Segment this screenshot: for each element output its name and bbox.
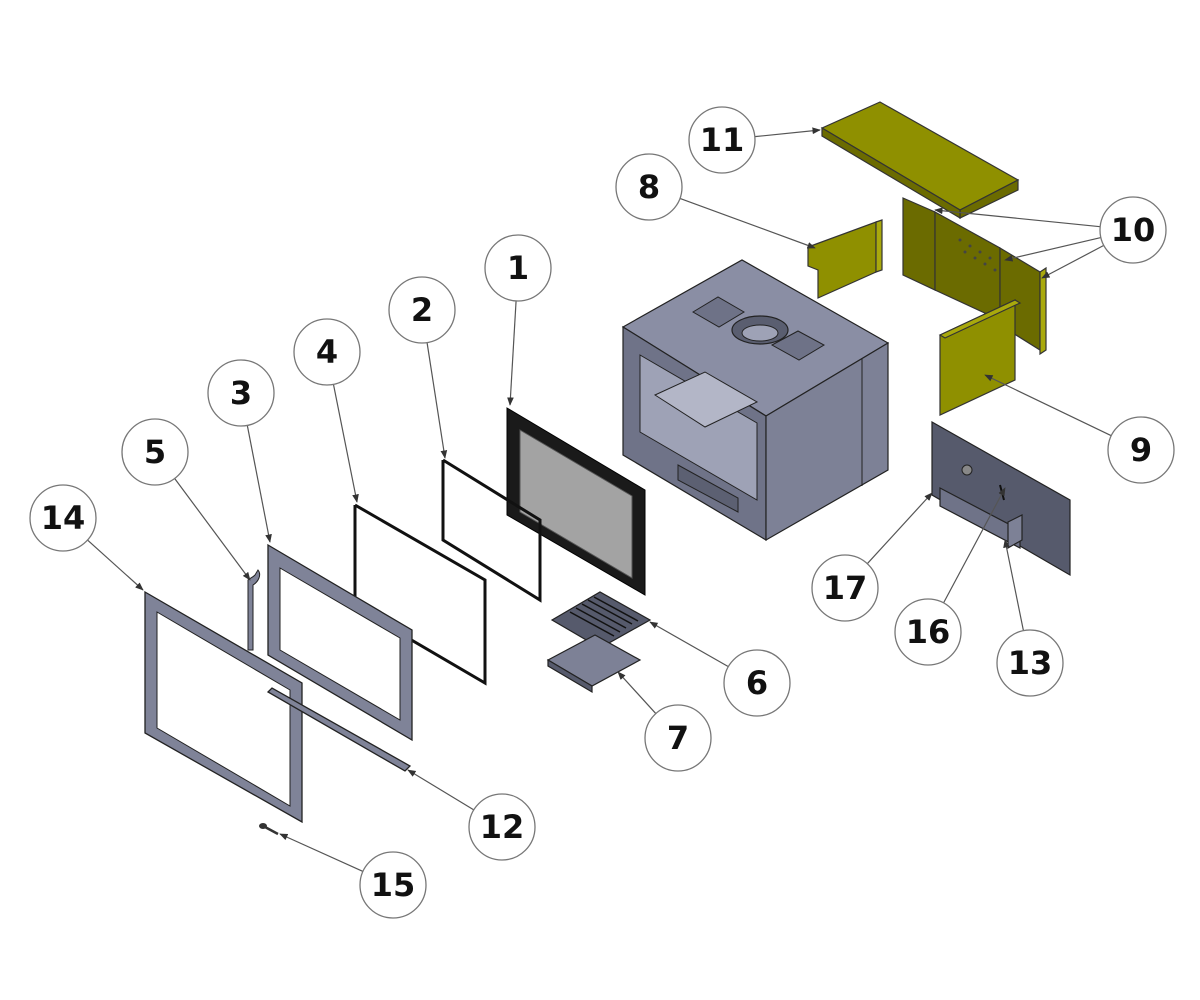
callout-circle	[644, 704, 712, 772]
callout-number: 1	[507, 249, 529, 287]
door-handle	[247, 569, 261, 651]
callout-circle	[615, 153, 683, 221]
outer-trim-frame	[144, 590, 303, 824]
leader-line-11	[754, 127, 821, 138]
callout-number: 6	[746, 664, 768, 702]
callout-circle	[484, 234, 552, 302]
callout-circle	[1107, 416, 1175, 484]
callout-5: 5	[121, 418, 189, 486]
leader-line-8	[679, 197, 816, 249]
firebox-body	[621, 259, 890, 542]
top-baffle-brick	[820, 101, 1020, 220]
callout-number: 3	[230, 374, 252, 412]
air-slide-bar	[266, 687, 412, 772]
right-firebrick	[938, 299, 1022, 416]
callout-circle	[388, 276, 456, 344]
door-glass-panel	[506, 407, 646, 596]
left-firebrick	[807, 219, 883, 299]
leader-line-10	[1041, 244, 1105, 279]
callout-circle	[723, 649, 791, 717]
callout-17: 17	[811, 554, 879, 622]
callout-4: 4	[293, 318, 361, 386]
leader-line-4	[332, 384, 359, 503]
callout-circle	[894, 598, 962, 666]
callout-8: 8	[615, 153, 683, 221]
callout-number: 16	[906, 613, 951, 651]
leader-line-10	[1004, 236, 1102, 262]
callout-number: 9	[1130, 431, 1152, 469]
screw	[259, 823, 279, 836]
callout-10: 10	[1099, 196, 1167, 264]
callout-circle	[293, 318, 361, 386]
glass-gasket-outer	[353, 503, 487, 686]
leader-line-2	[426, 342, 448, 459]
callout-circle	[996, 629, 1064, 697]
callout-12: 12	[468, 793, 536, 861]
callout-number: 2	[411, 291, 433, 329]
leader-line-17	[866, 492, 933, 565]
leader-line-5	[174, 478, 251, 581]
leader-line-12	[407, 769, 475, 811]
callout-1: 1	[484, 234, 552, 302]
callout-13: 13	[996, 629, 1064, 697]
leader-line-1	[507, 300, 517, 406]
callout-circle	[359, 851, 427, 919]
leader-line-15	[279, 833, 364, 872]
callout-circle	[468, 793, 536, 861]
callout-circle	[688, 106, 756, 174]
leader-line-14	[87, 539, 144, 591]
callout-circle	[29, 484, 97, 552]
leader-line-16	[943, 487, 1006, 604]
callout-number: 11	[700, 121, 745, 159]
rear-panel-fan-assembly	[931, 420, 1071, 577]
callout-2: 2	[388, 276, 456, 344]
leader-line-6	[649, 621, 729, 668]
rear-firebricks	[902, 197, 1047, 356]
callout-9: 9	[1107, 416, 1175, 484]
callout-number: 12	[480, 808, 525, 846]
callout-number: 8	[638, 168, 660, 206]
callout-7: 7	[644, 704, 712, 772]
ash-pan	[546, 634, 642, 694]
glass-gasket-inner	[441, 458, 542, 603]
callout-6: 6	[723, 649, 791, 717]
callout-circle	[207, 359, 275, 427]
leader-lines	[87, 127, 1112, 872]
callout-number: 10	[1111, 211, 1156, 249]
callout-11: 11	[688, 106, 756, 174]
callout-3: 3	[207, 359, 275, 427]
callout-circle	[1099, 196, 1167, 264]
callout-number: 7	[667, 719, 689, 757]
callout-number: 17	[823, 569, 868, 607]
door-frame	[267, 543, 413, 742]
callout-number: 4	[316, 333, 338, 371]
callout-14: 14	[29, 484, 97, 552]
leader-line-9	[984, 374, 1112, 437]
leader-line-10	[934, 207, 1101, 228]
callout-number: 14	[41, 499, 86, 537]
callout-15: 15	[359, 851, 427, 919]
callout-circle	[811, 554, 879, 622]
callout-number: 5	[144, 433, 166, 471]
callout-number: 15	[371, 866, 416, 904]
callout-number: 13	[1008, 644, 1053, 682]
leader-line-7	[617, 671, 657, 714]
grate	[550, 591, 652, 649]
callout-circle	[121, 418, 189, 486]
leader-line-13	[1003, 539, 1025, 631]
leader-line-3	[246, 425, 272, 543]
callout-16: 16	[894, 598, 962, 666]
